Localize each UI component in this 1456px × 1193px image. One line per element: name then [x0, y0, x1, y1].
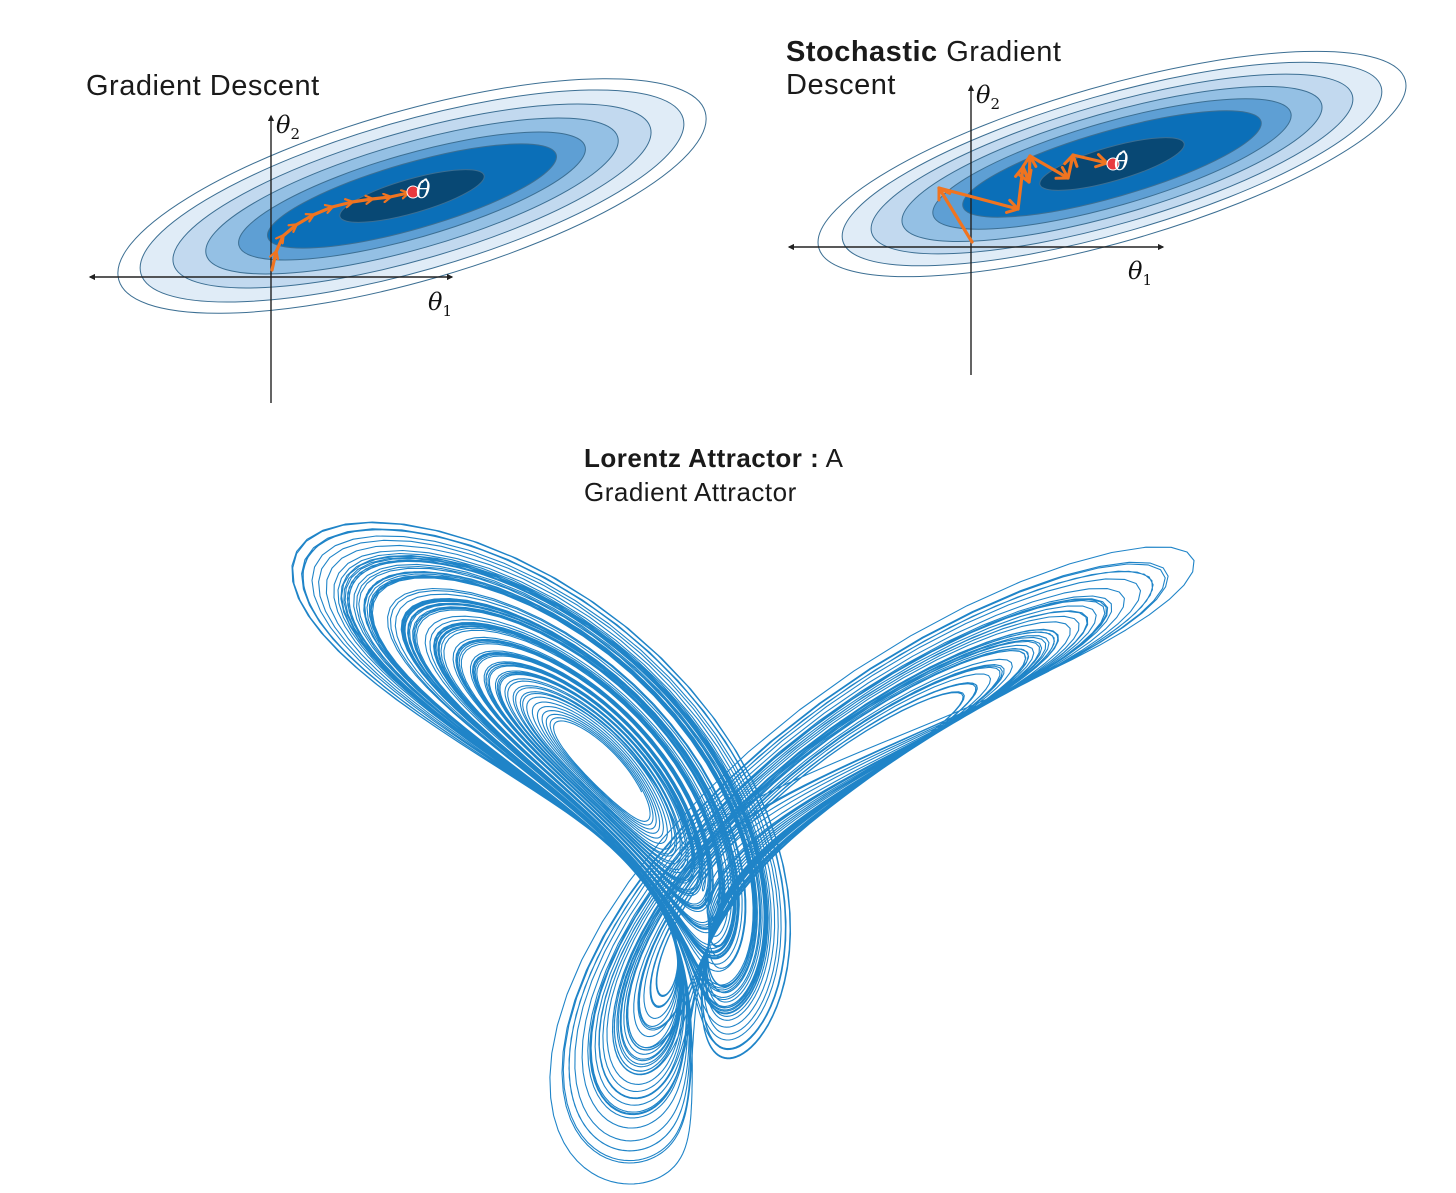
- gd-x-axis-label: θ1: [428, 288, 452, 320]
- sgd-step-6: [1028, 154, 1070, 180]
- gradient-descent-title: Gradient Descent: [86, 70, 320, 102]
- gradient-descent-panel: θ1 θ2 θ̂: [88, 78, 707, 403]
- sgd-optimum-label: θ̂: [1114, 148, 1129, 176]
- lorenz-title-bold: Lorentz Attractor :: [584, 443, 820, 473]
- sgd-title-bold: Stochastic: [786, 36, 938, 68]
- lorenz-title-line2: Gradient Attractor: [584, 477, 797, 507]
- sgd-optimum-point: [1106, 157, 1120, 171]
- lorenz-title: Lorentz Attractor : A Gradient Attractor: [584, 441, 843, 509]
- gd-y-axis-label: θ2: [276, 111, 300, 143]
- sgd-descent-path: [937, 153, 1109, 244]
- sgd-panel: θ1 θ2 θ̂: [787, 50, 1407, 375]
- sgd-step-3: [1016, 165, 1025, 211]
- gd-optimum-label: θ̂: [416, 176, 431, 204]
- sgd-step-5: [1027, 154, 1032, 184]
- sgd-title-rest: Gradient: [937, 36, 1062, 68]
- sgd-x-axis-label: θ1: [1128, 257, 1152, 289]
- lorenz-title-rest: A: [819, 443, 844, 473]
- gd-optimum-point: [406, 185, 420, 199]
- sgd-step-1: [937, 186, 974, 244]
- sgd-step-7: [1066, 153, 1075, 180]
- lorenz-attractor-trajectory: [291, 521, 1195, 1185]
- sgd-title-line2: Descent: [786, 69, 896, 101]
- sgd-step-2: [937, 186, 1020, 211]
- sgd-y-axis-label: θ2: [976, 81, 1000, 113]
- gd-descent-path: [272, 193, 408, 272]
- sgd-title: Stochastic Gradient Descent: [786, 36, 1061, 102]
- sgd-step-8: [1071, 153, 1109, 165]
